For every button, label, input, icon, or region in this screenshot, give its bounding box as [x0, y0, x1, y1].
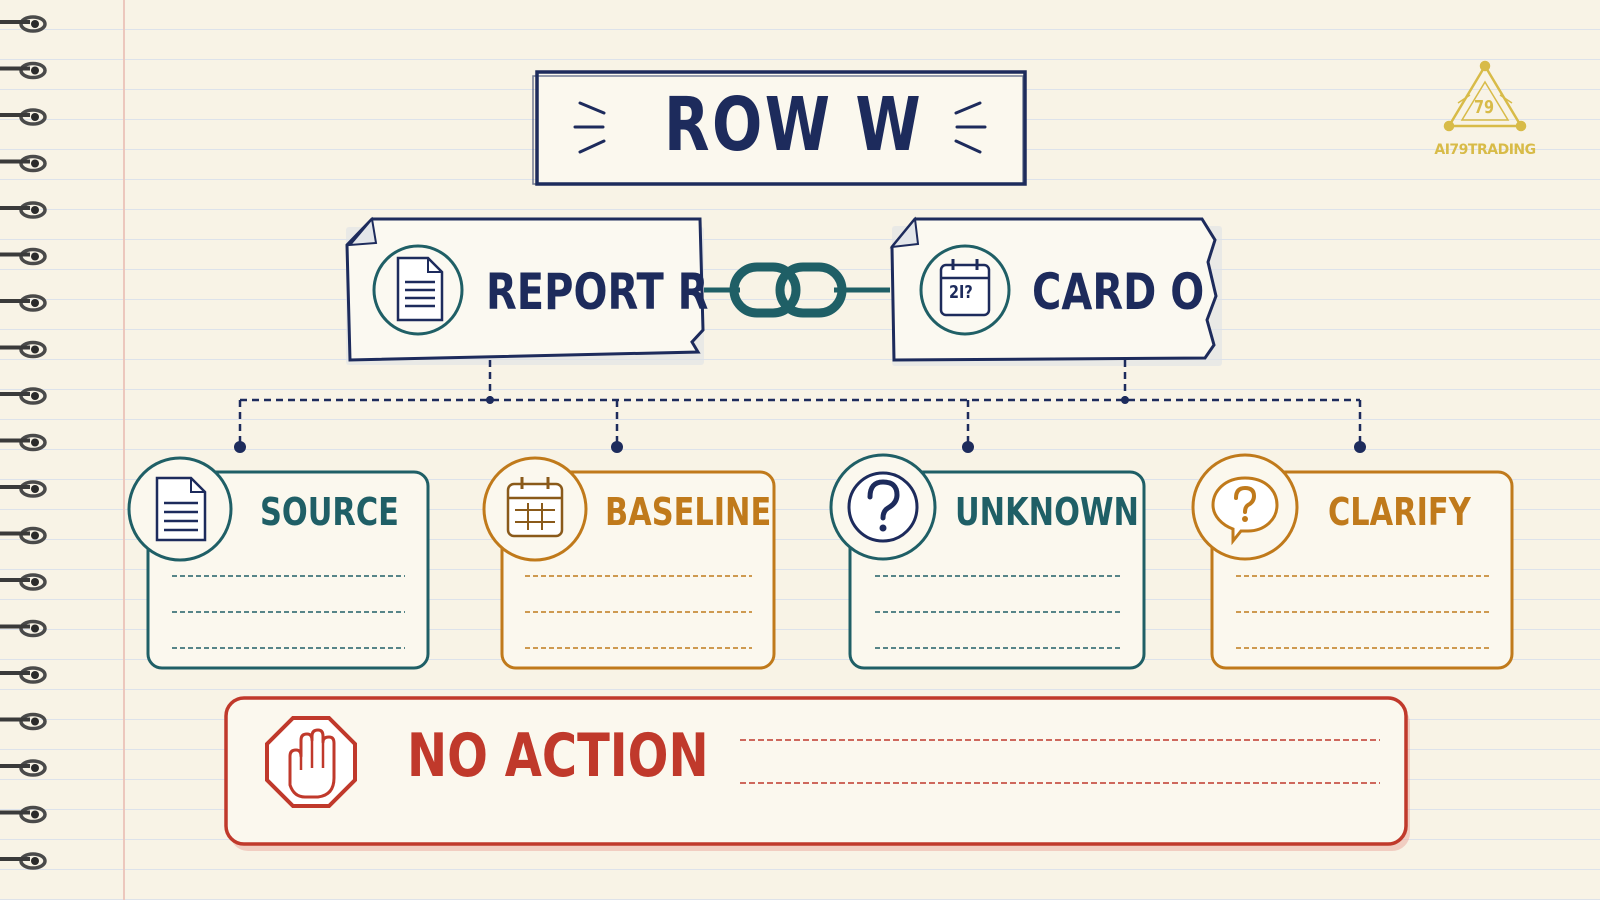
spiral-coil	[0, 573, 47, 591]
baseline-card-label: BASELINE	[605, 490, 772, 534]
document-icon	[127, 456, 233, 562]
spiral-coil	[0, 108, 47, 126]
spiral-coil	[0, 666, 47, 684]
logo-badge	[1443, 60, 1527, 132]
spiral-coil	[0, 526, 47, 545]
logo-badge-number: 79	[1474, 97, 1495, 118]
diagram-title: ROW W	[664, 82, 924, 168]
report-node-label: REPORT R	[486, 263, 709, 321]
spiral-coil	[0, 712, 47, 731]
spiral-coil	[0, 15, 47, 33]
clarify-card-label: CLARIFY	[1328, 490, 1471, 534]
stop-hand-icon	[265, 716, 357, 808]
logo-text: AI79TRADING	[1434, 142, 1536, 158]
source-card-label: SOURCE	[260, 490, 399, 534]
spiral-coil	[0, 759, 47, 777]
spiral-coil	[0, 247, 47, 266]
spiral-coil	[0, 201, 47, 219]
no-action-panel	[224, 696, 1410, 851]
connector-lines	[238, 360, 1362, 445]
chain-link-icon	[704, 262, 890, 318]
calendar-icon-text: 2I?	[949, 282, 973, 303]
spiral-coil	[0, 480, 47, 498]
title-sparks-right	[954, 101, 987, 154]
spiral-coil	[0, 294, 47, 312]
spiral-coil	[0, 619, 47, 638]
calendar-icon	[482, 456, 588, 562]
unknown-card-label: UNKNOWN	[955, 490, 1139, 534]
spiral-coil	[0, 340, 47, 359]
unknown-card	[829, 453, 1146, 670]
clarify-card	[1191, 453, 1514, 670]
question-speech-bubble-icon	[1191, 453, 1299, 561]
spiral-coil	[0, 387, 47, 405]
connector-dots	[234, 396, 1366, 453]
spiral-binding	[0, 15, 47, 870]
spiral-coil	[0, 61, 47, 80]
notebook-margin-line	[123, 0, 125, 900]
question-mark-icon	[829, 453, 937, 561]
spiral-coil	[0, 154, 47, 173]
spiral-coil	[0, 433, 47, 452]
spiral-coil	[0, 852, 47, 870]
document-icon	[372, 244, 464, 336]
title-sparks-left	[573, 101, 606, 154]
spiral-coil	[0, 805, 47, 824]
card-node-label: CARD O	[1032, 263, 1205, 321]
no-action-label: NO ACTION	[407, 721, 709, 791]
